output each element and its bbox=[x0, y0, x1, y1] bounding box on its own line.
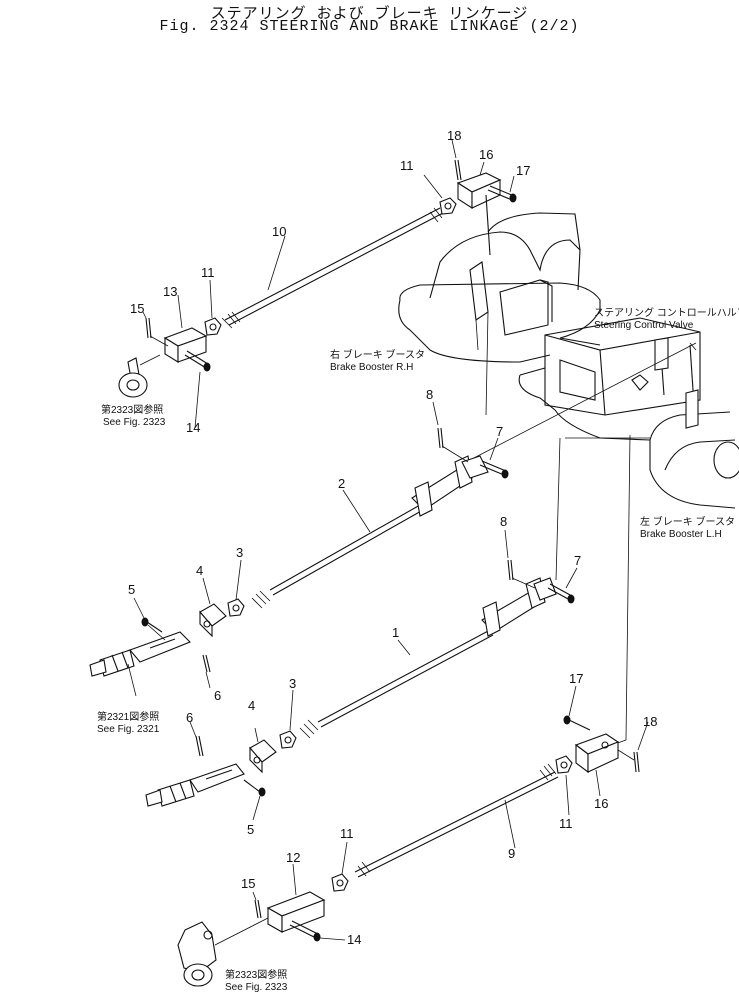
clevis-16-lower bbox=[574, 733, 620, 774]
callout-15-lower: 15 bbox=[241, 876, 255, 891]
callout-5-upper: 5 bbox=[128, 582, 135, 597]
rod-9 bbox=[354, 763, 559, 878]
callout-16-lower: 16 bbox=[594, 796, 608, 811]
callout-2: 2 bbox=[338, 476, 345, 491]
nut-3-lower bbox=[279, 730, 297, 749]
cotter-15-lower bbox=[254, 899, 262, 919]
callout-11-upper: 11 bbox=[400, 158, 414, 173]
clevis-16-upper bbox=[456, 172, 502, 256]
callout-11-lower-right: 11 bbox=[559, 816, 573, 831]
title-japanese: ステアリング および ブレーキ リンケージ bbox=[210, 6, 529, 23]
callout-10: 10 bbox=[272, 224, 286, 239]
pin-14-lower bbox=[289, 920, 321, 942]
callout-11-lower-left: 11 bbox=[340, 826, 354, 841]
pin-14-upper bbox=[184, 350, 211, 372]
callout-17-upper: 17 bbox=[516, 163, 530, 178]
nut-3-upper bbox=[227, 598, 245, 617]
steering-control-valve-outline bbox=[518, 317, 701, 441]
pin-7-lower bbox=[547, 583, 575, 604]
callout-13: 13 bbox=[163, 284, 177, 299]
note-valve-jp: ステアリング コントロールハルブ bbox=[594, 306, 739, 319]
callout-6-upper: 6 bbox=[214, 688, 221, 703]
bolt-5-upper bbox=[141, 617, 163, 633]
callout-4-lower: 4 bbox=[248, 698, 255, 713]
clevis-13 bbox=[163, 327, 208, 363]
note-booster-lh-en: Brake Booster L.H bbox=[640, 529, 722, 540]
note-ref-2323-lower-en: See Fig. 2323 bbox=[225, 982, 288, 993]
rod-end-6-lower bbox=[145, 763, 245, 807]
note-ref-2323-upper-jp: 第2323図参照 bbox=[101, 403, 163, 416]
callout-15-upper: 15 bbox=[130, 301, 144, 316]
note-ref-2323-upper-en: See Fig. 2323 bbox=[103, 417, 166, 428]
rod-2 bbox=[251, 455, 489, 609]
callout-18-upper: 18 bbox=[447, 128, 461, 143]
callout-4-upper: 4 bbox=[196, 563, 203, 578]
cotter-15-upper bbox=[145, 317, 169, 347]
cotter-18-lower bbox=[617, 749, 640, 773]
callout-18-lower: 18 bbox=[643, 714, 657, 729]
nut-11-lower-right bbox=[555, 755, 573, 774]
pin-17-lower bbox=[563, 715, 591, 731]
callout-6-lower: 6 bbox=[186, 710, 193, 725]
rod-10 bbox=[221, 207, 444, 329]
cotter-6-upper bbox=[202, 654, 211, 673]
brake-booster-rh-outline bbox=[398, 212, 601, 363]
callout-9: 9 bbox=[508, 846, 515, 861]
nut-11-left bbox=[204, 317, 222, 336]
rod-end-6-upper bbox=[89, 624, 191, 677]
pin-17-upper bbox=[487, 185, 517, 203]
callout-numbers: 18 16 17 11 10 11 13 15 14 8 7 2 3 4 5 8… bbox=[128, 128, 657, 947]
note-ref-2321-en: See Fig. 2321 bbox=[97, 724, 160, 735]
callout-3-lower: 3 bbox=[289, 676, 296, 691]
cotter-8-upper bbox=[437, 427, 469, 463]
callout-12: 12 bbox=[286, 850, 300, 865]
callout-14-upper: 14 bbox=[186, 420, 200, 435]
callout-7-lower: 7 bbox=[574, 553, 581, 568]
callout-8-lower: 8 bbox=[500, 514, 507, 529]
note-booster-rh-en: Brake Booster R.H bbox=[330, 362, 413, 373]
cotter-8-lower bbox=[507, 559, 536, 589]
callout-5-lower: 5 bbox=[247, 822, 254, 837]
callout-16-upper: 16 bbox=[479, 147, 493, 162]
note-valve-en: Steering Control Valve bbox=[594, 320, 694, 331]
rod-1 bbox=[299, 577, 557, 739]
title-english: Fig. 2324 STEERING AND BRAKE LINKAGE (2/… bbox=[159, 18, 580, 35]
callout-7-upper: 7 bbox=[496, 424, 503, 439]
pin-7-upper bbox=[479, 460, 509, 479]
bolt-5-lower bbox=[243, 779, 266, 797]
leader-lines bbox=[127, 139, 649, 941]
callout-3-upper: 3 bbox=[236, 545, 243, 560]
nut-11-upper bbox=[439, 197, 457, 215]
yoke-4-lower bbox=[249, 739, 277, 774]
callout-1: 1 bbox=[392, 625, 399, 640]
cotter-6-lower bbox=[195, 735, 204, 757]
note-ref-2323-lower-jp: 第2323図参照 bbox=[225, 968, 287, 981]
callout-11-left: 11 bbox=[201, 265, 215, 280]
lever-ref-2323-upper bbox=[118, 354, 161, 398]
callout-14-lower: 14 bbox=[347, 932, 361, 947]
yoke-4-upper bbox=[199, 603, 227, 638]
lever-ref-2323-lower bbox=[177, 917, 269, 987]
nut-11-lower-left bbox=[331, 873, 349, 892]
brake-booster-lh-outline bbox=[649, 411, 739, 509]
annotation-notes: ステアリング コントロールハルブ Steering Control Valve … bbox=[97, 306, 739, 993]
callout-8-upper: 8 bbox=[426, 387, 433, 402]
cotter-18-upper bbox=[454, 159, 462, 181]
note-booster-lh-jp: 左 ブレーキ ブースタ bbox=[640, 515, 735, 528]
valve-levers bbox=[469, 311, 699, 746]
callout-17-lower: 17 bbox=[569, 671, 583, 686]
clevis-12 bbox=[266, 891, 326, 933]
note-booster-rh-jp: 右 ブレーキ ブースタ bbox=[330, 348, 425, 361]
note-ref-2321-jp: 第2321図参照 bbox=[97, 710, 159, 723]
